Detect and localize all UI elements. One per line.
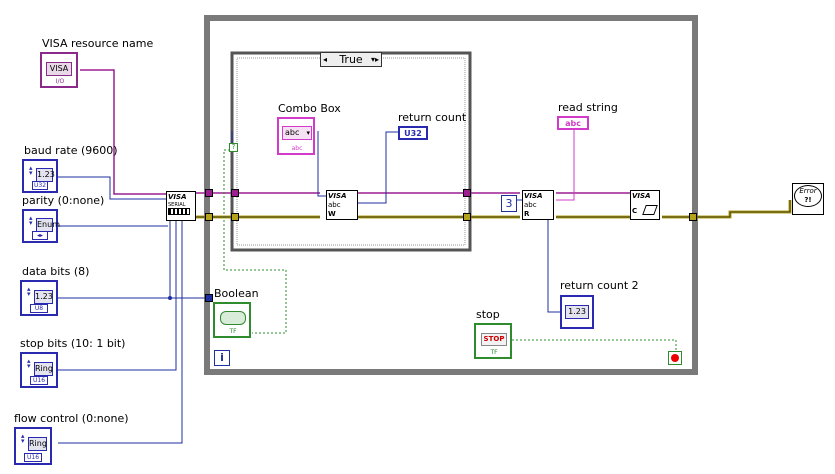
subvi-line2: abc: [524, 201, 537, 209]
case-structure[interactable]: [230, 51, 472, 252]
error-tunnel-loop-right[interactable]: [689, 213, 697, 221]
flow-control-label: flow control (0:none): [14, 412, 129, 425]
error-wire-core: [196, 200, 791, 218]
config-wires[interactable]: [58, 131, 560, 444]
boolean-type: TF: [229, 328, 237, 335]
spinner-icon[interactable]: ▴▾: [27, 357, 31, 370]
dropdown-arrow-icon[interactable]: ▾: [306, 129, 310, 137]
stop-sign-icon: [671, 354, 679, 362]
combo-box-icon: abc ▾: [282, 126, 312, 140]
subvi-line1: Error: [799, 187, 817, 195]
case-selector-terminal[interactable]: ?: [229, 143, 238, 152]
stop-icon: STOP: [481, 333, 507, 346]
visa-close-subvi[interactable]: VISA C: [630, 190, 660, 220]
stop-bits-icon: Ring: [34, 362, 53, 376]
combo-box-type: abc: [291, 145, 303, 152]
error-tunnel-case-left[interactable]: [231, 213, 239, 221]
parity-label: parity (0:none): [22, 194, 105, 207]
subvi-line2: abc: [328, 201, 341, 209]
return-count-2-label: return count 2: [560, 279, 639, 292]
boolean-wires[interactable]: [223, 149, 677, 354]
stop-bits-control[interactable]: ▴▾ Ring U16: [20, 352, 58, 388]
subvi-line2: C: [632, 207, 638, 215]
spinner-icon[interactable]: ▴▾: [27, 285, 31, 298]
visa-tunnel-case-right[interactable]: [463, 189, 471, 197]
case-next-arrow[interactable]: ▾▸: [370, 55, 379, 64]
boolean-control[interactable]: TF: [213, 302, 251, 338]
error-tunnel-loop-left[interactable]: [205, 213, 213, 221]
visa-tunnel-loop-left[interactable]: [205, 189, 213, 197]
visa-write-subvi[interactable]: VISA abc W: [326, 190, 358, 220]
case-selector-value: True: [339, 53, 363, 66]
boolean-label: Boolean: [214, 287, 259, 300]
flow-control-control[interactable]: ▴▾ Ring U16: [14, 427, 52, 465]
baud-rate-label: baud rate (9600): [24, 144, 118, 157]
stop-button-control[interactable]: STOP TF: [474, 323, 512, 359]
subvi-line3: W: [328, 210, 336, 218]
flow-control-icon: Ring: [28, 437, 47, 451]
return-count-2-icon: 1.23: [565, 305, 589, 319]
baud-rate-icon: 1.23: [36, 168, 55, 182]
boolean-tunnel-loop-left[interactable]: [205, 294, 213, 302]
visa-resource-control[interactable]: VISA I/O: [40, 52, 78, 88]
visa-configure-serial-subvi[interactable]: VISA SERIAL: [166, 191, 196, 221]
subvi-line2: SERIAL: [168, 202, 186, 208]
data-bits-type: U8: [30, 304, 48, 313]
stop-type: TF: [490, 349, 498, 356]
iteration-terminal[interactable]: i: [214, 350, 230, 366]
toggle-icon: [220, 311, 246, 325]
baud-rate-control[interactable]: ▴▾ 1.23 U32: [22, 159, 58, 193]
visa-resource-label: VISA resource name: [42, 37, 154, 50]
loop-condition-terminal[interactable]: [668, 351, 682, 365]
data-bits-control[interactable]: ▴▾ 1.23 U8: [20, 280, 58, 316]
subvi-line3: R: [524, 210, 530, 218]
combo-box-control[interactable]: abc ▾ abc: [277, 117, 315, 155]
subvi-line1: VISA: [524, 192, 543, 200]
serial-port-icon: [168, 208, 190, 215]
visa-resource-wire[interactable]: [80, 69, 630, 195]
while-loop[interactable]: [204, 15, 698, 375]
spinner-icon[interactable]: ▴▾: [29, 164, 33, 177]
combo-box-label: Combo Box: [278, 102, 341, 115]
parity-type: ◂▸: [32, 231, 48, 240]
parity-icon: Enum: [36, 218, 60, 232]
read-string-indicator: abc: [557, 116, 589, 130]
simple-error-handler-subvi[interactable]: Error ?!: [792, 183, 824, 215]
baud-rate-type: U32: [32, 181, 48, 190]
stop-bits-type: U16: [30, 376, 48, 385]
read-string-label: read string: [558, 101, 618, 114]
data-bits-icon: 1.23: [34, 290, 53, 304]
subvi-line1: VISA: [328, 192, 347, 200]
visa-read-subvi[interactable]: VISA abc R: [522, 190, 554, 220]
error-tunnel-case-right[interactable]: [463, 213, 471, 221]
visa-tunnel-case-left[interactable]: [231, 189, 239, 197]
spinner-icon[interactable]: ▴▾: [29, 214, 33, 227]
error-wire[interactable]: [196, 200, 792, 219]
subvi-line1: VISA: [168, 193, 187, 201]
error-bubble-icon: Error ?!: [794, 185, 822, 207]
return-count-label: return count: [398, 111, 467, 124]
spinner-icon[interactable]: ▴▾: [21, 432, 25, 445]
flow-control-type: U16: [24, 453, 42, 462]
stop-label: stop: [476, 308, 500, 321]
return-count-2-indicator: 1.23: [560, 295, 594, 329]
visa-resource-type: I/O: [55, 78, 65, 85]
stop-bits-label: stop bits (10: 1 bit): [20, 337, 126, 350]
combo-box-text: abc: [285, 128, 300, 137]
case-prev-arrow[interactable]: ◂: [323, 55, 328, 64]
subvi-line2: ?!: [804, 196, 812, 204]
data-bits-label: data bits (8): [22, 265, 90, 278]
subvi-line1: VISA: [632, 192, 651, 200]
return-count-indicator: U32: [398, 126, 428, 140]
parity-control[interactable]: ▴▾ Enum ◂▸: [22, 209, 60, 243]
bytes-to-read-constant[interactable]: 3: [501, 195, 517, 212]
case-selector[interactable]: ◂ True ▾▸: [320, 52, 382, 67]
wire-junction: [168, 296, 172, 300]
read-string-wire[interactable]: [556, 128, 575, 201]
visa-resource-icon: VISA: [46, 62, 72, 76]
